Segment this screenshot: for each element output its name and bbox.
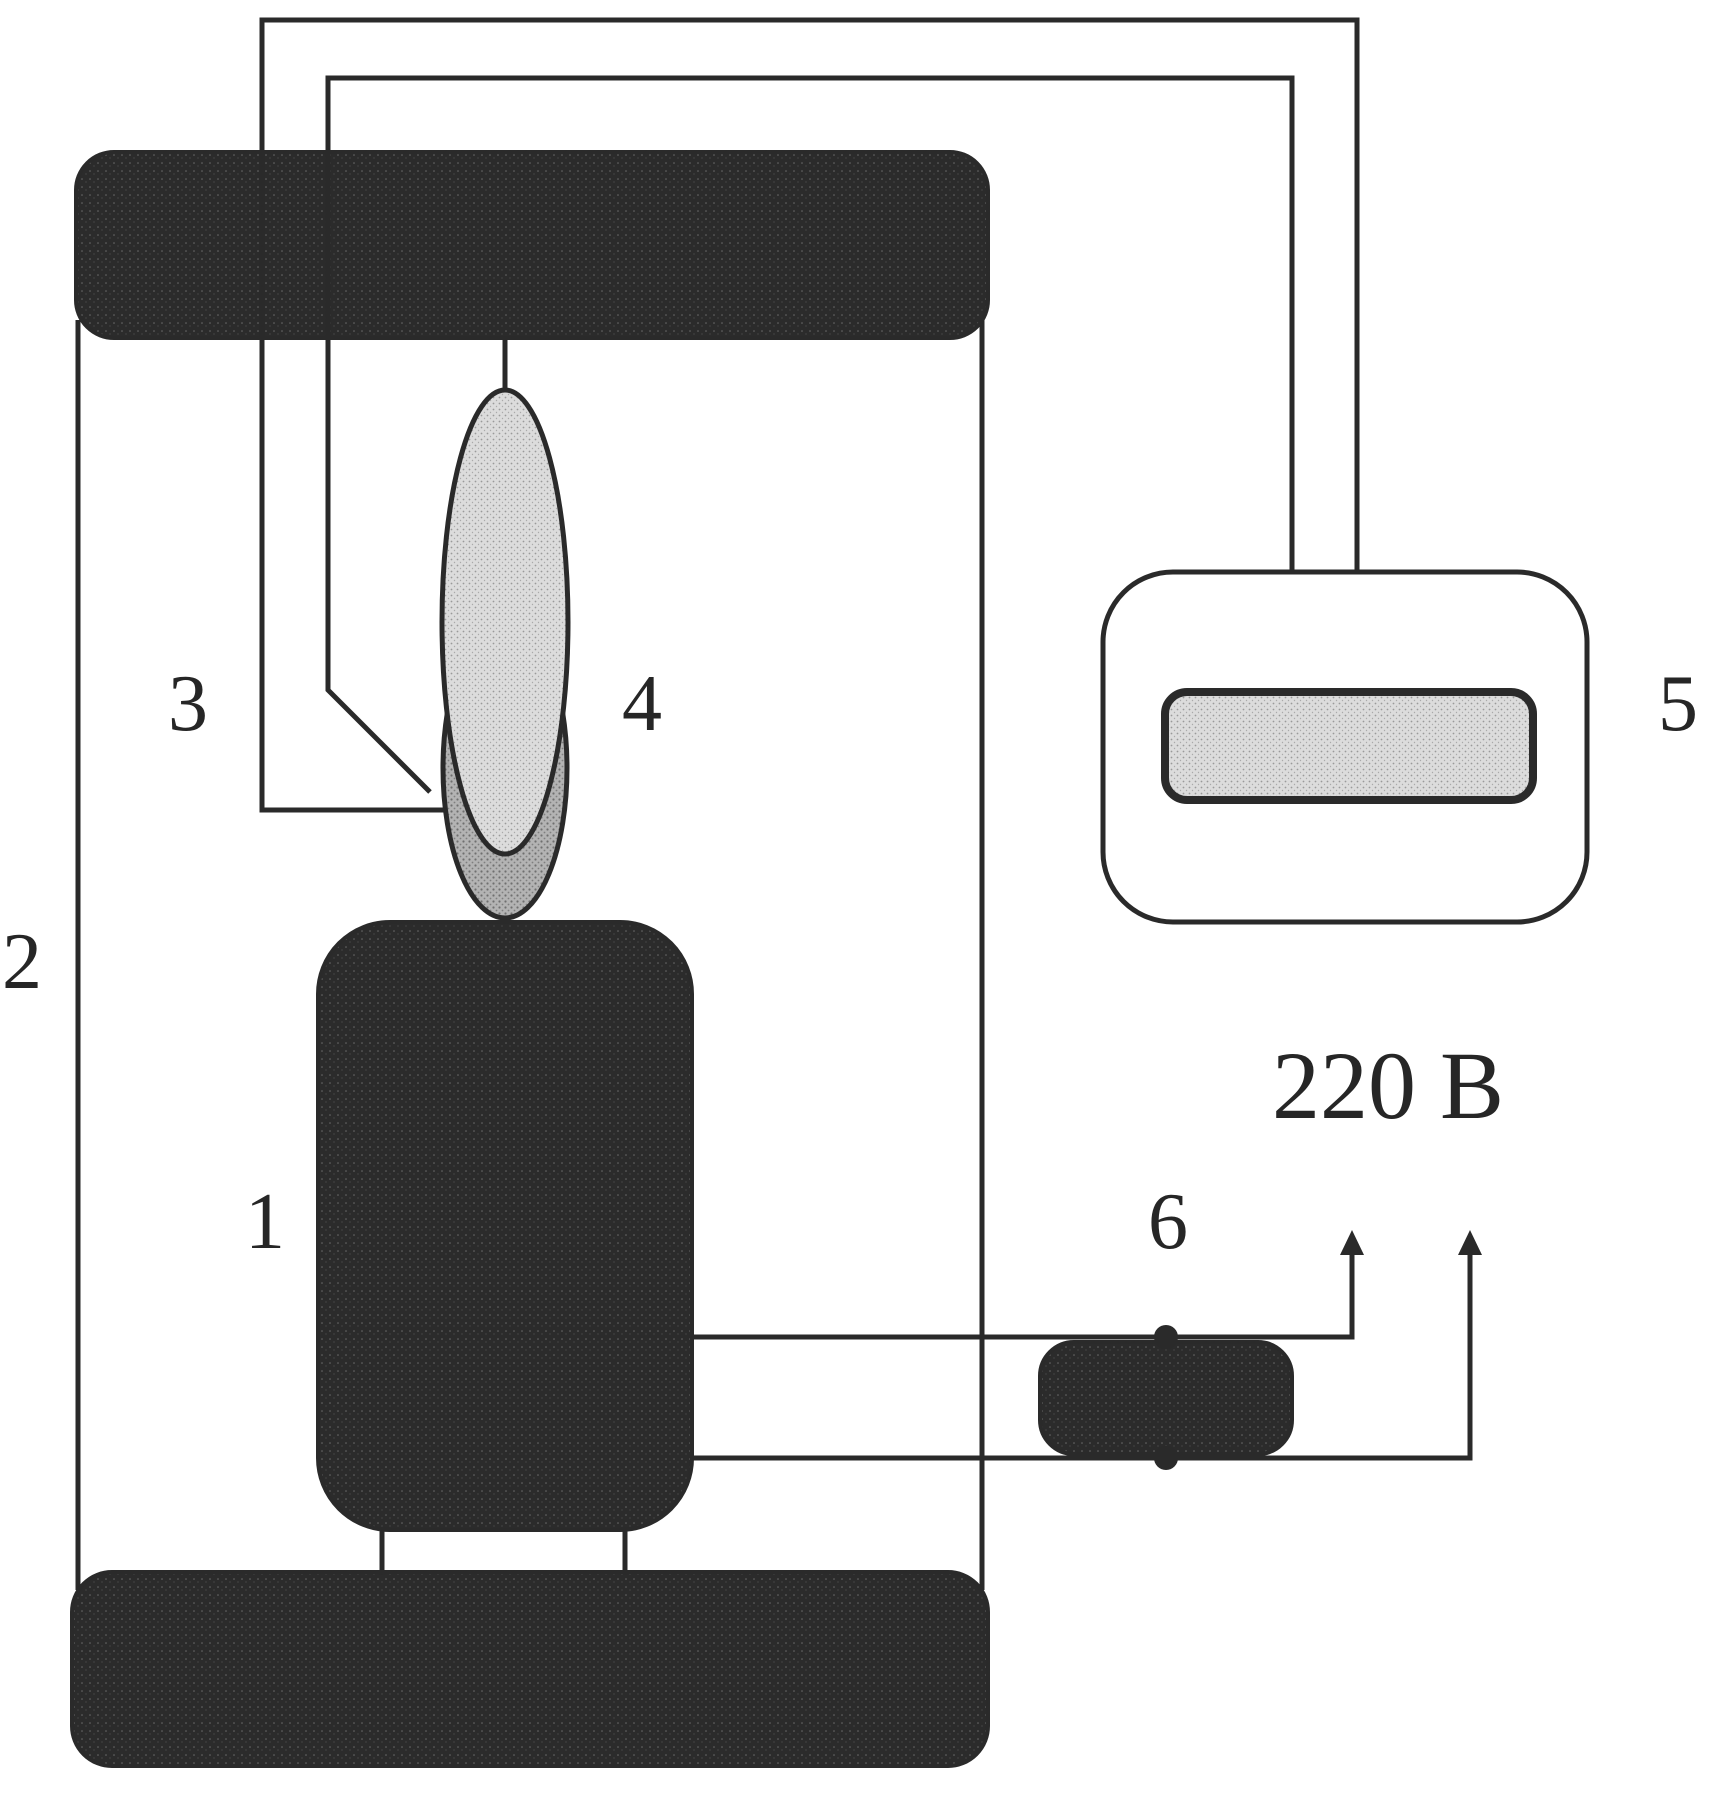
bottom-plate: [70, 1570, 990, 1768]
switch-body: [1038, 1340, 1294, 1456]
power-wire-lower: [692, 1250, 1473, 1461]
inner-wire: [325, 75, 1295, 794]
meter-display: [1161, 688, 1537, 804]
voltage-label: 220 В: [1272, 1032, 1504, 1139]
switch-contact-top: [1154, 1325, 1178, 1349]
label-5: 5: [1658, 660, 1698, 748]
switch-contact-bottom: [1154, 1446, 1178, 1470]
sample-upper-part: [439, 387, 571, 857]
label-6: 6: [1148, 1178, 1188, 1266]
power-arrow-left: [1340, 1230, 1364, 1255]
top-plate: [74, 150, 990, 340]
label-3: 3: [168, 660, 208, 748]
outer-wire: [259, 17, 1360, 813]
label-2: 2: [2, 918, 42, 1006]
motor-body: [316, 920, 694, 1532]
power-wire-upper: [692, 1250, 1355, 1340]
label-4: 4: [622, 660, 662, 748]
power-arrow-right: [1458, 1230, 1482, 1255]
label-1: 1: [245, 1178, 285, 1266]
